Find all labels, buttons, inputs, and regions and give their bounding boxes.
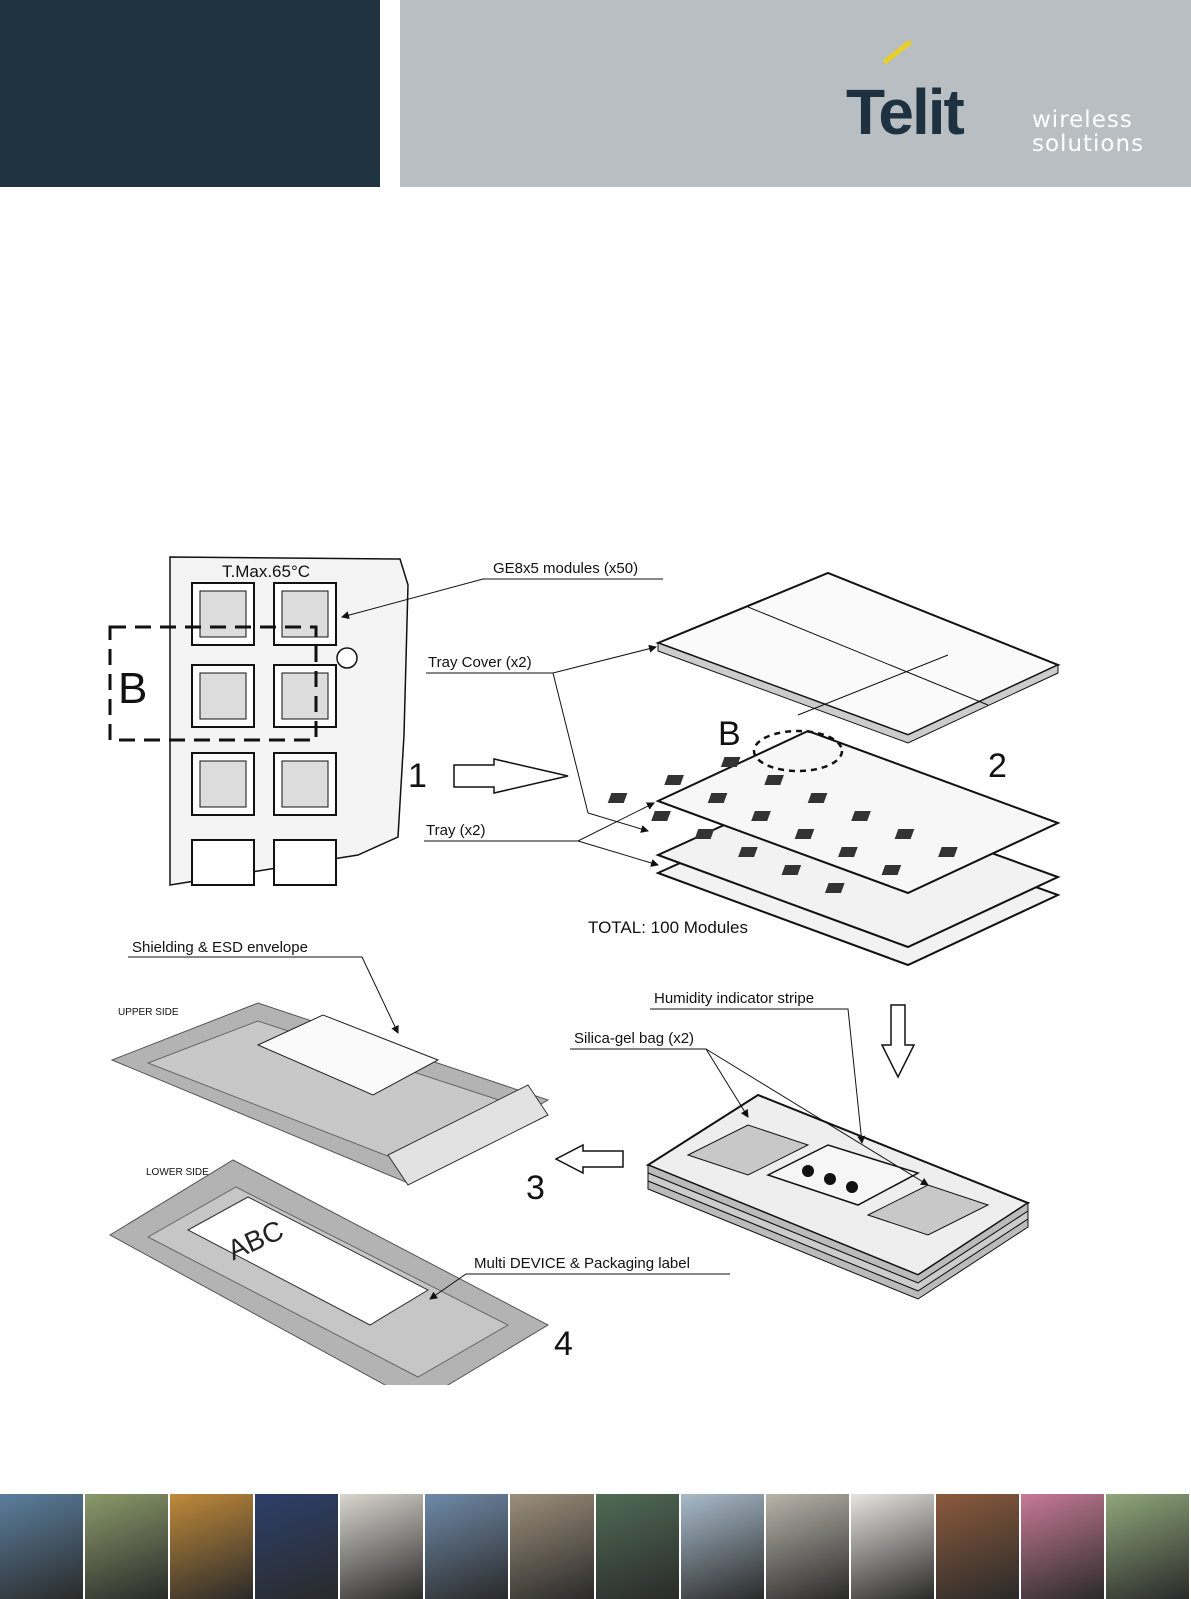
label-modules: GE8x5 modules (x50) bbox=[493, 560, 638, 577]
callout-b-left: B bbox=[118, 664, 147, 713]
step-4-label: 4 bbox=[554, 1325, 573, 1363]
arrow-down bbox=[882, 1005, 914, 1077]
label-silica: Silica-gel bag (x2) bbox=[574, 1030, 694, 1047]
label-shielding: Shielding & ESD envelope bbox=[132, 939, 308, 956]
label-humidity: Humidity indicator stripe bbox=[654, 990, 814, 1007]
footer-photo-tile bbox=[1106, 1494, 1191, 1599]
logo-tagline-line1: wireless bbox=[1032, 108, 1144, 132]
footer-photo-tile bbox=[681, 1494, 766, 1599]
envelope-upper bbox=[112, 1003, 548, 1185]
label-tray: Tray (x2) bbox=[426, 822, 485, 839]
step-3-label: 3 bbox=[526, 1169, 545, 1207]
label-upper-side: UPPER SIDE bbox=[118, 1007, 179, 1018]
envelope-lower: ABC bbox=[110, 1160, 548, 1385]
footer-photo-tile bbox=[255, 1494, 340, 1599]
logo-tagline-line2: solutions bbox=[1032, 132, 1144, 156]
footer-photo-tile bbox=[936, 1494, 1021, 1599]
label-tray-cover: Tray Cover (x2) bbox=[428, 654, 532, 671]
tray-closeup: B T.Max.65°C bbox=[110, 557, 408, 885]
tray-temp-label: T.Max.65°C bbox=[222, 562, 310, 581]
step-1-label: 1 bbox=[408, 757, 427, 795]
logo-wordmark: Telit bbox=[846, 80, 963, 144]
footer-photo-tile bbox=[0, 1494, 85, 1599]
packed-stack bbox=[648, 1095, 1028, 1299]
footer-photo-tile bbox=[1021, 1494, 1106, 1599]
footer-photo-tile bbox=[851, 1494, 936, 1599]
footer-photo-strip bbox=[0, 1494, 1191, 1599]
logo-tagline: wireless solutions bbox=[1032, 108, 1144, 156]
callout-b-right: B bbox=[718, 715, 741, 753]
footer-photo-tile bbox=[170, 1494, 255, 1599]
label-lower-side: LOWER SIDE bbox=[146, 1167, 209, 1178]
footer-photo-tile bbox=[766, 1494, 851, 1599]
arrow-step-1 bbox=[454, 759, 568, 793]
step-2-label: 2 bbox=[988, 747, 1007, 785]
footer-photo-tile bbox=[340, 1494, 425, 1599]
footer-photo-tile bbox=[85, 1494, 170, 1599]
packaging-diagram: B T.Max.65°C GE8x5 modules (x50) Tray Co… bbox=[108, 555, 1083, 1385]
packaging-figure: B T.Max.65°C GE8x5 modules (x50) Tray Co… bbox=[108, 555, 1083, 1385]
footer-photo-tile bbox=[510, 1494, 595, 1599]
telit-logo: Telit wireless solutions bbox=[846, 60, 1176, 170]
header-dark-panel bbox=[0, 0, 380, 187]
total-modules-label: TOTAL: 100 Modules bbox=[588, 918, 748, 937]
label-multi-device: Multi DEVICE & Packaging label bbox=[474, 1255, 690, 1272]
arrow-left bbox=[556, 1145, 623, 1173]
footer-photo-tile bbox=[596, 1494, 681, 1599]
footer-photo-tile bbox=[425, 1494, 510, 1599]
